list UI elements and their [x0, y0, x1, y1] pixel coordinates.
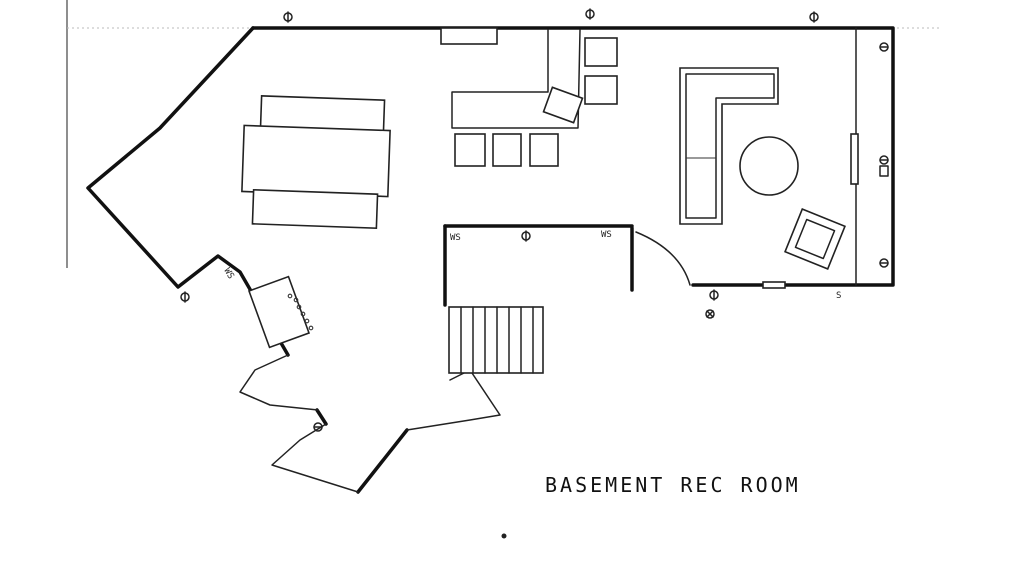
bar-stool-3: [529, 133, 559, 167]
hall-outline-right: [406, 369, 501, 431]
armchair-cushion: [794, 218, 836, 260]
stair-outline: [448, 306, 544, 374]
round-coffee-table: [739, 136, 799, 196]
smoke-detector-icon: [501, 533, 507, 539]
cabinet: [584, 75, 618, 105]
table: [241, 124, 391, 198]
bar-stool-2: [492, 133, 522, 167]
annotation-ws-left: WS: [221, 267, 235, 281]
wall-bottom-notch: [356, 428, 409, 494]
bar-sink: [542, 86, 584, 124]
door-swing: [635, 231, 691, 286]
tv-console: [850, 133, 859, 185]
switch-icon: [879, 165, 889, 177]
outlet-icon: [879, 258, 889, 268]
outlet-icon: [521, 230, 531, 242]
heat-register: [762, 281, 786, 289]
wall-annotations: WS WS WS S: [221, 230, 841, 301]
staircase: [448, 306, 544, 374]
lounge-area: [679, 67, 859, 289]
sofa-front: [251, 189, 379, 229]
armchair: [784, 208, 846, 270]
wall-small-stub: [315, 408, 328, 426]
piano-keys: [287, 293, 314, 331]
bar-area: [440, 27, 618, 167]
light-fixture-icon: [705, 309, 715, 319]
sectional-sofa: [679, 67, 779, 225]
door-arc: [635, 231, 691, 286]
left-seating: [241, 95, 391, 349]
sectional-inner: [685, 73, 775, 219]
wall-top-right: [251, 26, 895, 287]
outlet-icon: [585, 8, 595, 20]
wall-left-diagonal: [86, 26, 290, 357]
fridge: [584, 37, 618, 67]
outlet-icon: [709, 289, 719, 301]
annotation-ws-closet: WS: [601, 230, 612, 240]
outlet-icon: [283, 11, 293, 23]
outlet-icon: [313, 422, 323, 432]
hall-outline-bottom-left: [271, 423, 359, 493]
outlet-icon: [809, 11, 819, 23]
outlet-icon: [879, 155, 889, 165]
counter-top: [440, 27, 498, 45]
outlet-icon: [180, 291, 190, 303]
annotation-s-right: S: [836, 291, 841, 301]
bar-stool-1: [454, 133, 486, 167]
electrical-symbols: [180, 8, 889, 539]
annotation-ws-stair: WS: [450, 233, 461, 243]
exterior-walls: [86, 26, 895, 494]
plan-title: BASEMENT REC ROOM: [545, 473, 801, 497]
piano: [247, 275, 311, 349]
outlet-icon: [879, 42, 889, 52]
hall-outline-left: [239, 354, 319, 411]
